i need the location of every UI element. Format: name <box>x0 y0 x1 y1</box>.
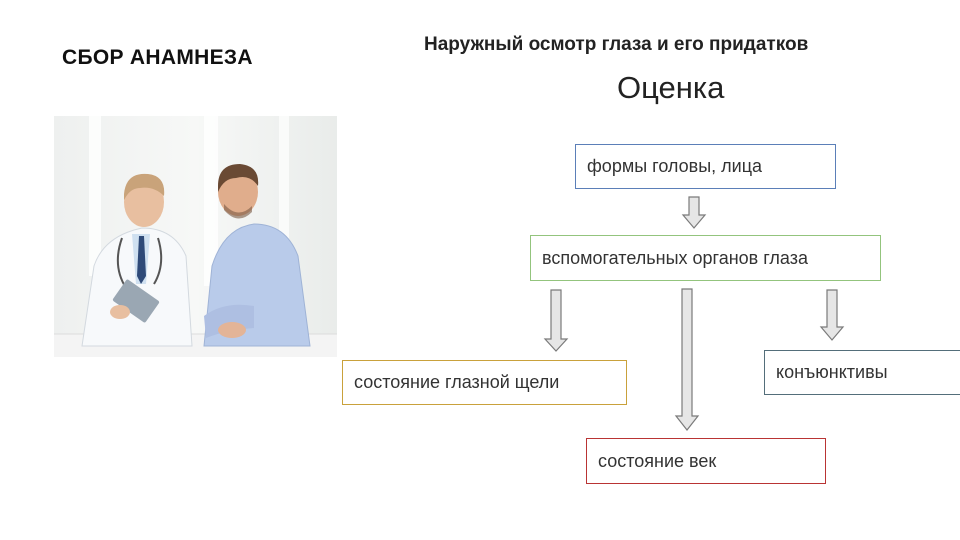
box-auxiliary-label: вспомогательных органов глаза <box>542 247 808 268</box>
box-eyelids-label: состояние век <box>598 450 717 471</box>
page-title: Наружный осмотр глаза и его придатков <box>424 34 809 55</box>
box-palpebral-fissure-label: состояние глазной щели <box>354 372 560 392</box>
arrow-down-auxiliary-to-slit <box>543 289 569 352</box>
box-conjunctiva-label: конъюнктивы <box>776 362 888 382</box>
page-subtitle: Оценка <box>617 70 725 105</box>
box-head-face-label: формы головы, лица <box>587 156 763 176</box>
left-title: СБОР АНАМНЕЗА <box>62 46 253 69</box>
box-auxiliary-organs: вспомогательных органов глаза <box>530 235 881 281</box>
arrow-down-auxiliary-to-conjunctiva <box>819 289 845 341</box>
box-eyelids: состояние век <box>586 438 826 484</box>
box-conjunctiva: конъюнктивы <box>764 350 960 395</box>
arrow-down-head-to-auxiliary <box>681 196 707 229</box>
box-head-face-shape: формы головы, лица <box>575 144 836 189</box>
arrow-down-auxiliary-to-eyelids <box>674 288 700 431</box>
doctor-patient-photo <box>54 116 337 357</box>
box-palpebral-fissure: состояние глазной щели <box>342 360 627 405</box>
